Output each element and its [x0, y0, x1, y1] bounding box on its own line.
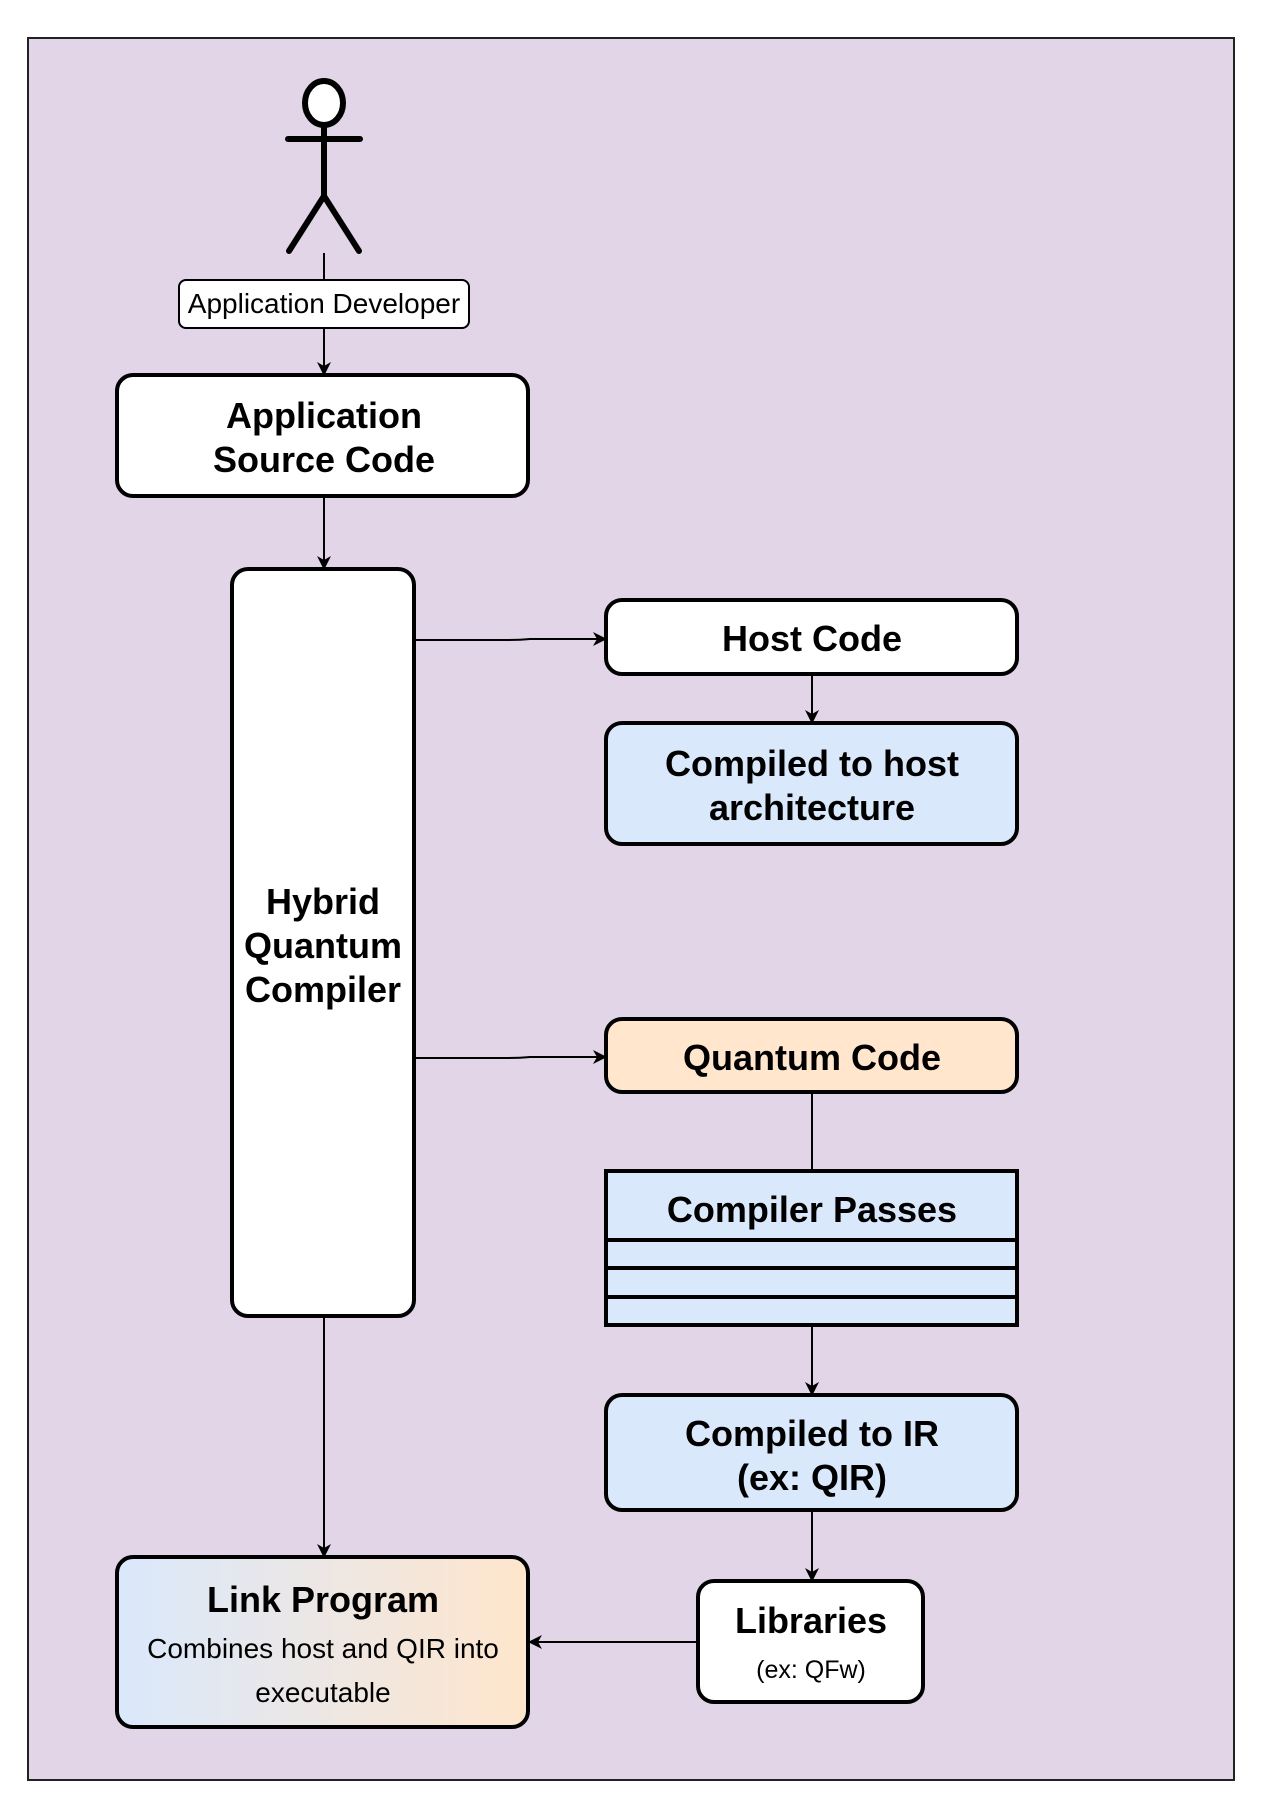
compiler-line3: Compiler — [245, 969, 401, 1010]
arrow-compiler-to-quantum — [414, 1050, 607, 1064]
arrow-compiler-to-host — [414, 632, 607, 646]
compiled-host-line1: Compiled to host — [665, 743, 959, 784]
node-compiler-passes: Compiler Passes — [604, 1169, 1019, 1327]
node-host-code: Host Code — [604, 598, 1019, 676]
node-compiled-ir: Compiled to IR (ex: QIR) — [604, 1393, 1019, 1512]
link-program-sub-line1: Combines host and QIR into — [147, 1633, 499, 1664]
stick-figure-icon — [285, 78, 363, 254]
node-compiled-host: Compiled to host architecture — [604, 721, 1019, 846]
source-code-line1: Application — [226, 395, 422, 436]
node-quantum-code: Quantum Code — [604, 1017, 1019, 1094]
actor-label: Application Developer — [188, 288, 460, 319]
compiler-line1: Hybrid — [266, 881, 380, 922]
compiler-passes-label: Compiler Passes — [667, 1189, 957, 1230]
host-code-label: Host Code — [722, 618, 902, 659]
libraries-label: Libraries — [735, 1600, 887, 1641]
node-link-program: Link Program Combines host and QIR into … — [115, 1555, 530, 1729]
compiled-ir-line2: (ex: QIR) — [737, 1457, 887, 1498]
node-libraries: Libraries (ex: QFw) — [696, 1579, 925, 1704]
node-source-code: Application Source Code — [115, 373, 530, 498]
libraries-sublabel: (ex: QFw) — [756, 1656, 866, 1684]
source-code-line2: Source Code — [213, 439, 435, 480]
compiled-host-line2: architecture — [709, 787, 915, 828]
link-program-sub-line2: executable — [255, 1677, 390, 1708]
compiled-ir-line1: Compiled to IR — [685, 1413, 939, 1454]
compiler-line2: Quantum — [244, 925, 402, 966]
link-program-label: Link Program — [207, 1579, 439, 1620]
node-hybrid-compiler: Hybrid Quantum Compiler — [230, 567, 416, 1318]
quantum-code-label: Quantum Code — [683, 1037, 941, 1078]
